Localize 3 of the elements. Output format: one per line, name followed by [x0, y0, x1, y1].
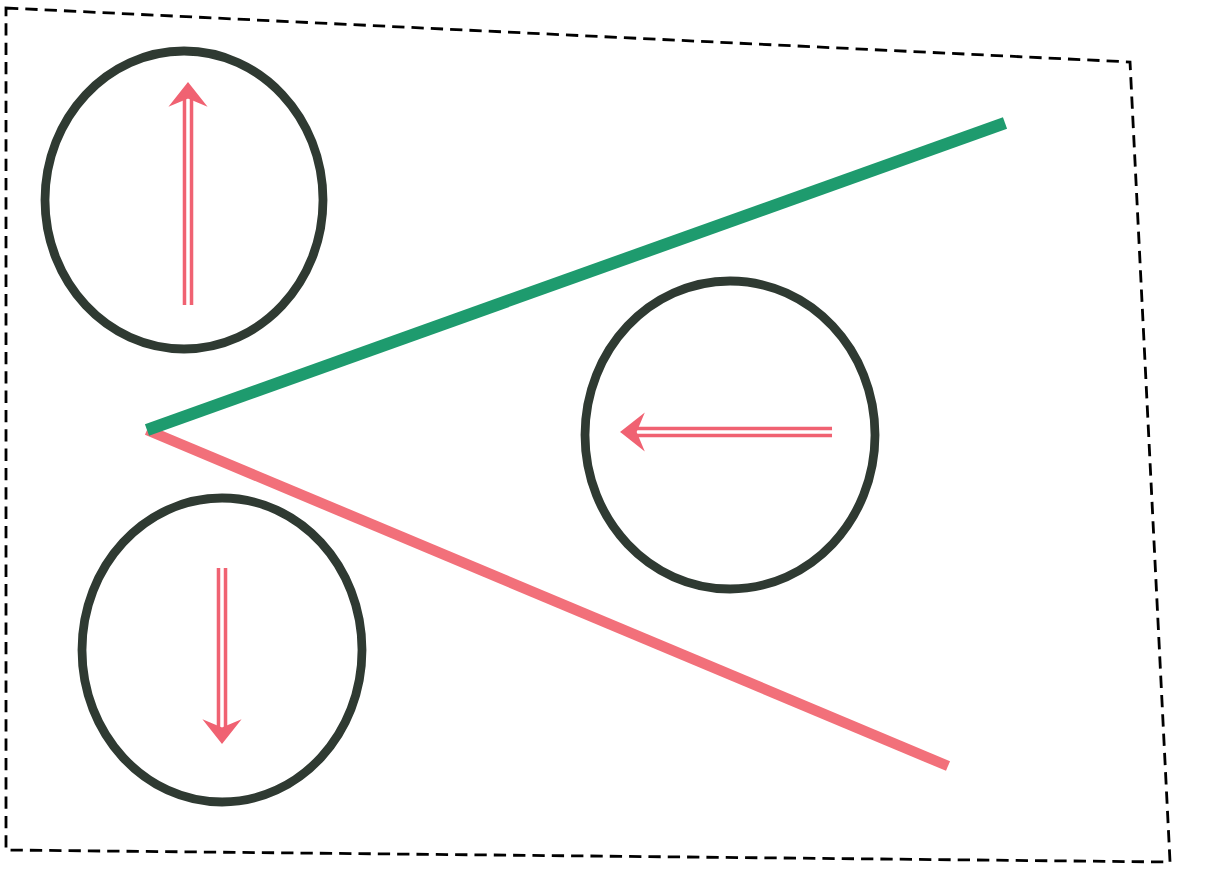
circle	[580, 276, 880, 594]
circle	[40, 46, 328, 354]
circle	[77, 493, 367, 807]
